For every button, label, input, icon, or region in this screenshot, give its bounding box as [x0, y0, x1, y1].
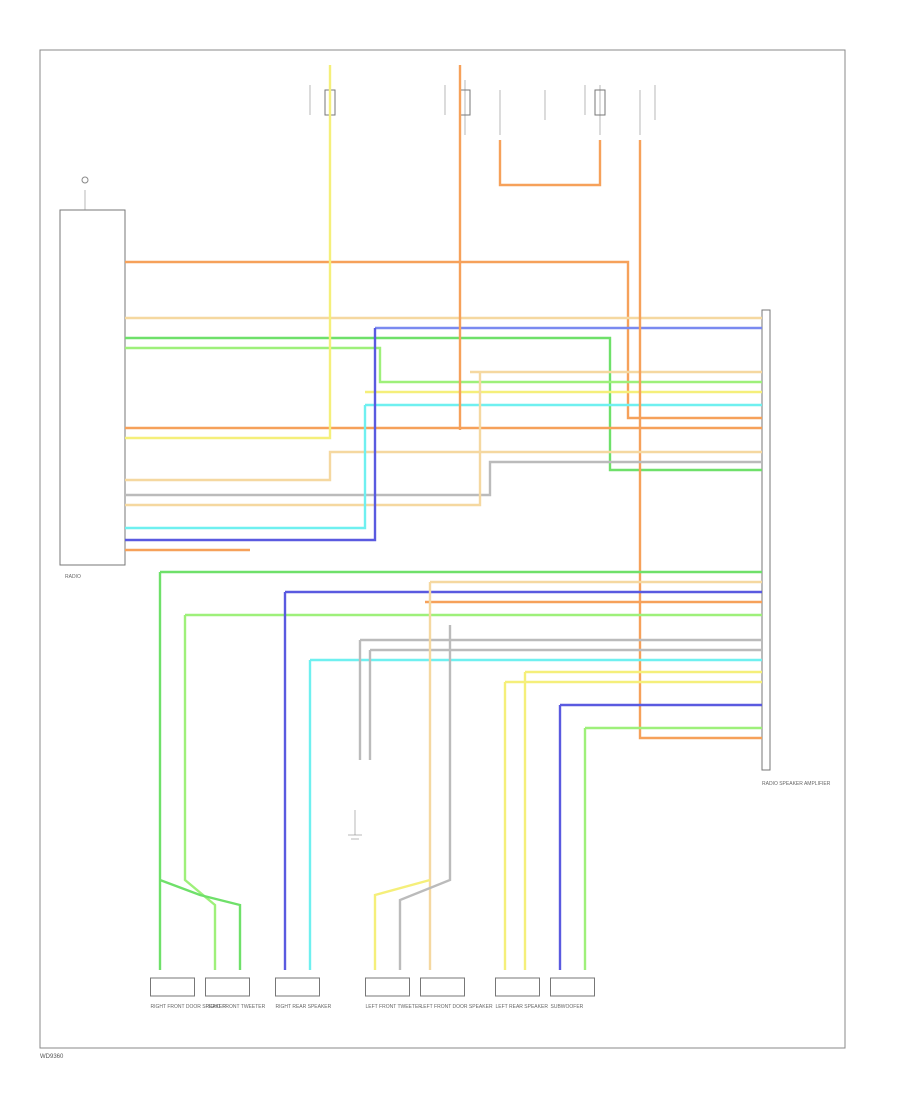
speaker-2: RIGHT FRONT TWEETER — [205, 977, 266, 1010]
wires — [125, 65, 762, 970]
wire-orange — [125, 260, 762, 420]
speaker-7: SUBWOOFER — [550, 977, 595, 1010]
amplifier-module: RADIO SPEAKER AMPLIFIER — [761, 309, 831, 787]
wire-light_green — [125, 346, 762, 384]
wire-green — [159, 878, 242, 970]
wire-cyan — [125, 405, 367, 530]
speaker-1: RIGHT FRONT DOOR SPEAKER — [150, 977, 227, 1010]
wire-yellow — [373, 878, 431, 970]
wire-light_green — [183, 615, 217, 970]
radio-module: RADIO — [59, 176, 126, 580]
radio-label: RADIO — [65, 574, 81, 580]
top-fuse-group-1 — [309, 80, 336, 135]
speaker-5: LEFT FRONT DOOR SPEAKER — [420, 977, 493, 1010]
speaker-label: SUBWOOFER — [551, 1004, 584, 1010]
speaker-label: LEFT FRONT DOOR SPEAKER — [421, 1004, 493, 1010]
speaker-6: LEFT REAR SPEAKER — [495, 977, 549, 1010]
wire-orange — [638, 140, 762, 740]
speaker-label: LEFT FRONT TWEETER — [366, 1004, 423, 1010]
speaker-4: LEFT FRONT TWEETER — [365, 977, 423, 1010]
wire-yellow — [125, 65, 332, 440]
diagram-id: WD9360 — [40, 1054, 64, 1060]
wire-blue — [125, 328, 377, 542]
ground-symbol — [348, 810, 362, 840]
amplifier-label: RADIO SPEAKER AMPLIFIER — [762, 781, 831, 787]
speaker-label: RIGHT FRONT DOOR SPEAKER — [151, 1004, 227, 1010]
speaker-3: RIGHT REAR SPEAKER — [275, 977, 332, 1010]
speaker-label: RIGHT REAR SPEAKER — [276, 1004, 332, 1010]
wire-tan — [125, 450, 762, 482]
top-fuse-group-3 — [584, 85, 656, 135]
diagram-frame — [39, 49, 846, 1049]
top-fuse-group-2 — [444, 80, 546, 135]
speaker-label: RIGHT FRONT TWEETER — [206, 1004, 266, 1010]
wire-gray — [125, 460, 762, 497]
speaker-label: LEFT REAR SPEAKER — [496, 1004, 549, 1010]
wire-tan — [125, 372, 482, 507]
wire-gray — [398, 625, 452, 970]
wire-orange — [498, 140, 602, 187]
